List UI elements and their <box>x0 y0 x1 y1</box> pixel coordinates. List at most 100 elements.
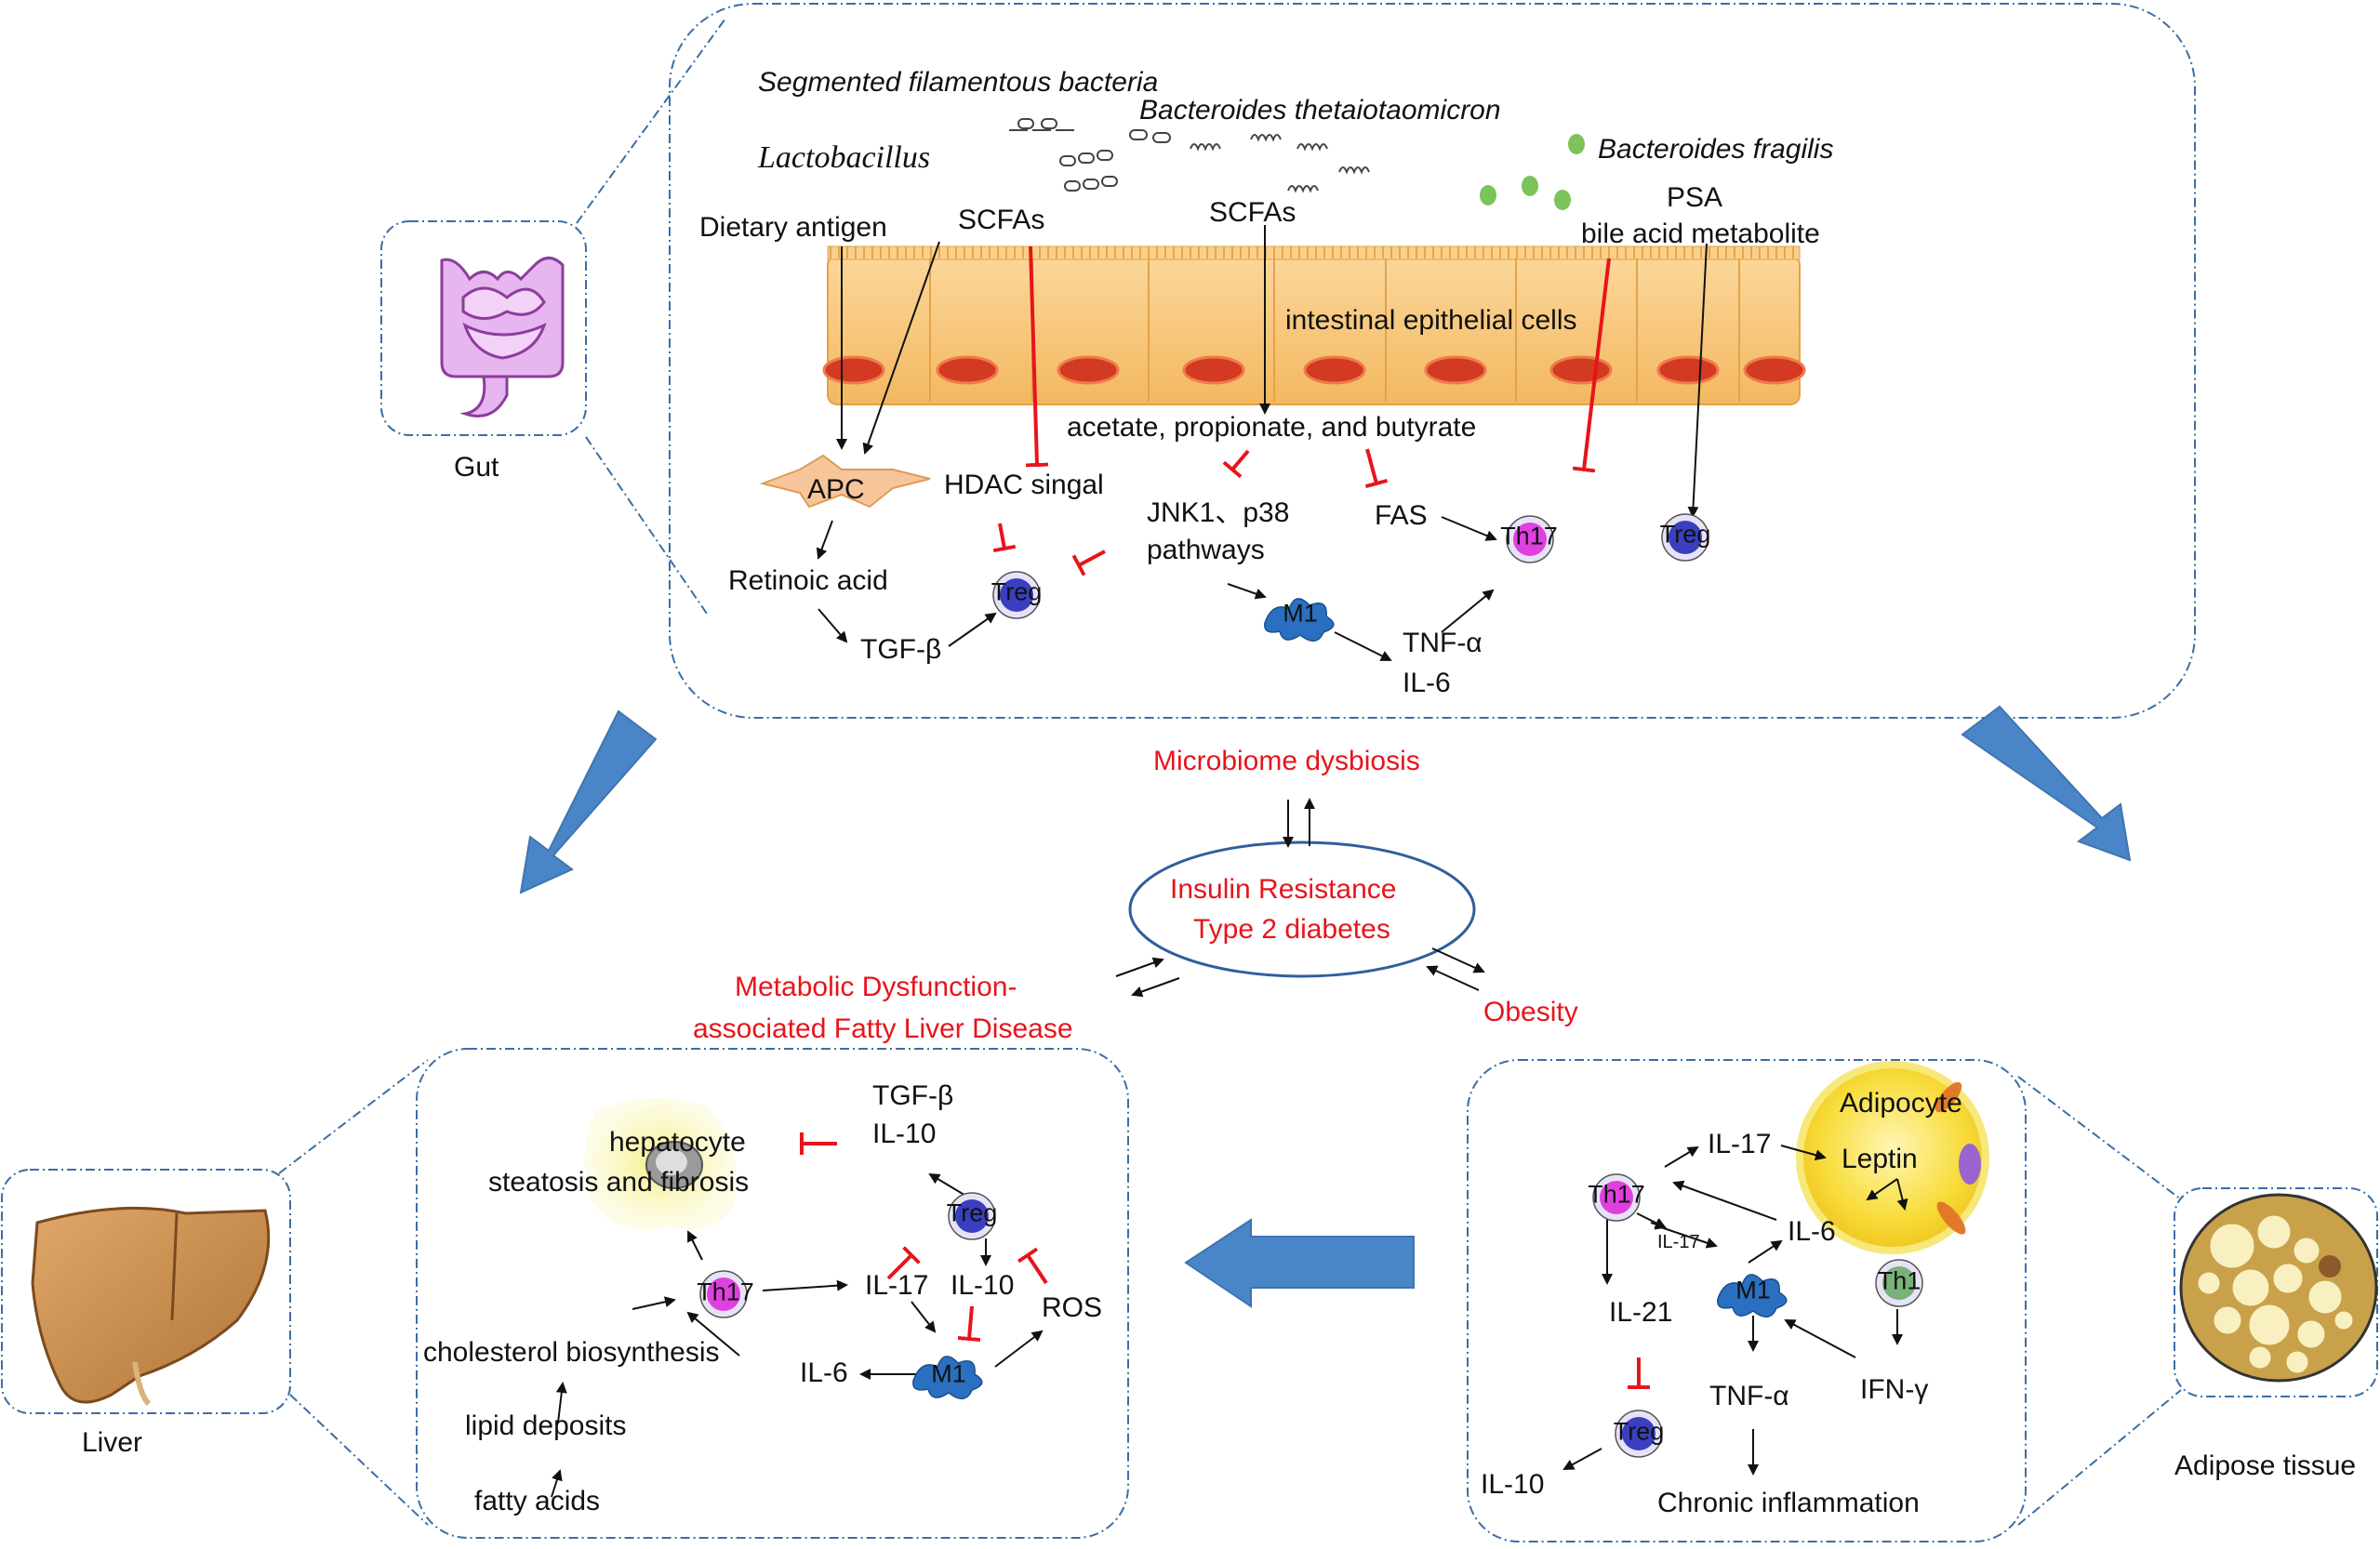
m1-macrophage-liver <box>912 1356 983 1399</box>
adipocyte-cell <box>1796 1061 1989 1254</box>
label-retinoic: Retinoic acid <box>728 565 888 596</box>
th1-cell-adipose <box>1875 1259 1923 1307</box>
fat-droplet <box>2285 1350 2309 1374</box>
label-dietary-antigen: Dietary antigen <box>699 212 887 243</box>
label-scfas-mid: SCFAs <box>1209 197 1296 228</box>
liver-inhibitions <box>800 1132 1048 1343</box>
label-il17-small: IL-17 <box>1657 1232 1700 1252</box>
th17-cell-adipose <box>1592 1173 1641 1222</box>
label-tgfb-gut: TGF-β <box>860 634 942 665</box>
liver-icon <box>31 1206 271 1407</box>
label-mafld-line1: Metabolic Dysfunction- <box>735 972 1017 1002</box>
label-fas: FAS <box>1375 500 1428 531</box>
th17-label-gut: Th17 <box>1500 522 1558 550</box>
label-il10-mid-liver: IL-10 <box>951 1270 1015 1301</box>
treg-cell-gut-right <box>1661 513 1709 562</box>
label-lactobacillus: Lactobacillus <box>758 140 931 175</box>
label-ir-line2: Type 2 diabetes <box>1193 914 1390 945</box>
center-ellipse <box>1128 841 1476 978</box>
label-il6-liver: IL-6 <box>800 1357 848 1388</box>
treg-label-gut-mid: Treg <box>991 577 1043 606</box>
center-arrows <box>1115 798 1485 998</box>
adipose-arrows <box>1562 1145 1908 1476</box>
bacteroides-fragilis-icons <box>1480 134 1585 210</box>
fat-droplet <box>2272 1263 2304 1294</box>
label-jnk-line2: pathways <box>1147 535 1265 565</box>
label-tnfa-gut: TNF-α <box>1403 628 1483 658</box>
gut-arrows <box>816 225 1708 661</box>
fat-droplet <box>2296 1319 2326 1349</box>
label-chronic: Chronic inflammation <box>1657 1488 1920 1518</box>
label-cholesterol: cholesterol biosynthesis <box>423 1337 720 1368</box>
th17-label-liver: Th17 <box>697 1278 754 1306</box>
label-leptin: Leptin <box>1842 1144 1918 1174</box>
gut-organ-frame <box>380 220 587 436</box>
label-il10-adipose: IL-10 <box>1481 1469 1545 1500</box>
fat-droplet <box>2248 1345 2272 1370</box>
label-mafld-line2: associated Fatty Liver Disease <box>693 1013 1073 1044</box>
nucleus <box>1057 355 1120 385</box>
label-dysbiosis: Microbiome dysbiosis <box>1153 746 1420 776</box>
label-bile-acid: bile acid metabolite <box>1581 218 1820 249</box>
label-lipid: lipid deposits <box>465 1410 627 1441</box>
label-liver-organ: Liver <box>82 1427 143 1458</box>
nucleus <box>1743 355 1806 385</box>
treg-cell-adipose <box>1615 1410 1663 1458</box>
label-ifng: IFN-γ <box>1860 1374 1929 1405</box>
gut-icon <box>440 257 565 417</box>
label-acetate: acetate, propionate, and butyrate <box>1067 412 1477 443</box>
th17-label-adipose: Th17 <box>1588 1180 1645 1209</box>
label-psa: PSA <box>1667 182 1723 213</box>
label-tgfb-liver: TGF-β <box>872 1080 954 1111</box>
nucleus <box>936 355 999 385</box>
adipose-tissue-icon <box>2179 1193 2378 1383</box>
m1-label-gut: M1 <box>1283 599 1318 628</box>
label-adipocyte: Adipocyte <box>1840 1088 1962 1119</box>
label-ros: ROS <box>1042 1292 1103 1323</box>
label-il17-top-adipose: IL-17 <box>1708 1129 1772 1159</box>
m1-label-adipose: M1 <box>1735 1276 1771 1304</box>
apc-cell <box>759 454 931 509</box>
bacteria-icons <box>1009 118 1370 193</box>
label-hep-line1: hepatocyte <box>609 1127 746 1158</box>
label-ir-line1: Insulin Resistance <box>1170 874 1397 905</box>
m1-label-liver: M1 <box>931 1359 966 1388</box>
hepatocyte-glow <box>584 1098 737 1229</box>
th17-cell-liver <box>699 1270 748 1318</box>
m1-macrophage-adipose <box>1717 1274 1788 1317</box>
label-il6-gut: IL-6 <box>1403 668 1451 698</box>
nucleus <box>1656 355 1720 385</box>
label-il6-adipose: IL-6 <box>1788 1216 1836 1247</box>
liver-panel-frame <box>1 1048 1129 1539</box>
th1-label-adipose: Th1 <box>1877 1266 1921 1295</box>
label-b-fragilis: Bacteroides fragilis <box>1598 134 1834 165</box>
fat-droplet <box>2248 1304 2291 1346</box>
fat-droplet <box>2307 1279 2343 1315</box>
nucleus <box>1549 355 1613 385</box>
label-obesity: Obesity <box>1483 997 1578 1027</box>
gut-zoom-lines <box>576 18 726 615</box>
label-il10-top-liver: IL-10 <box>872 1119 937 1149</box>
label-gut-organ: Gut <box>454 452 499 483</box>
m1-macrophage-gut <box>1264 598 1335 642</box>
fat-droplet <box>2197 1271 2221 1295</box>
gut-panel-frame <box>669 3 2196 719</box>
fat-droplet <box>2213 1305 2242 1335</box>
label-scfas-left: SCFAs <box>958 205 1045 235</box>
gut-inhibitions <box>992 245 1611 576</box>
treg-cell-liver <box>948 1192 996 1240</box>
fat-droplet <box>2293 1237 2320 1264</box>
fat-droplet <box>2256 1214 2292 1250</box>
treg-label-liver: Treg <box>946 1198 998 1227</box>
nucleus <box>1182 355 1245 385</box>
label-epithelium: intestinal epithelial cells <box>1285 305 1577 336</box>
label-jnk-line1: JNK1、p38 <box>1147 497 1290 528</box>
label-apc: APC <box>807 474 865 505</box>
nucleus <box>1303 355 1366 385</box>
label-adipose-organ: Adipose tissue <box>2174 1450 2357 1481</box>
label-hdac: HDAC singal <box>944 470 1104 500</box>
nucleus <box>822 355 885 385</box>
label-b-theta: Bacteroides thetaiotaomicron <box>1139 95 1501 126</box>
